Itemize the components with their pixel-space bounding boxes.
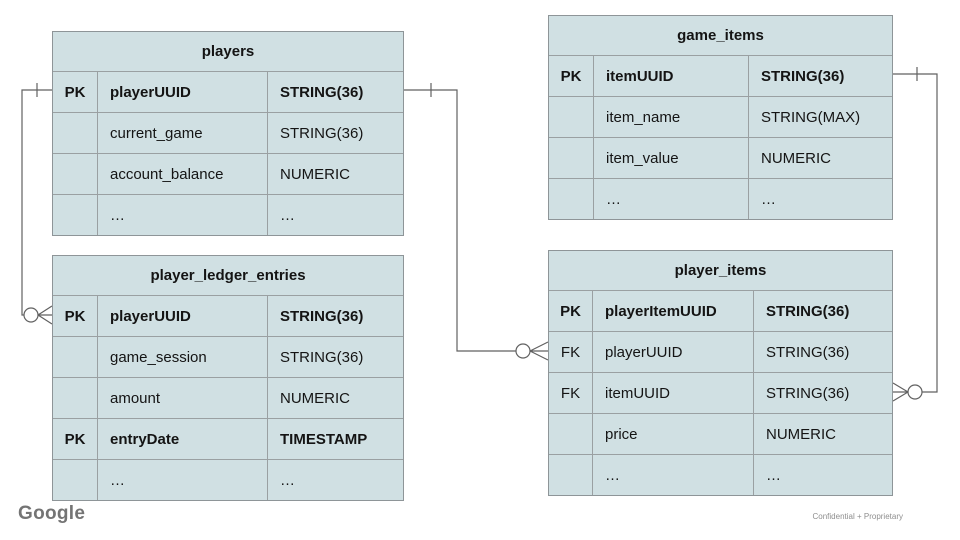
key-cell: [53, 195, 98, 235]
confidential-note: Confidential + Proprietary: [812, 512, 904, 521]
field-type-cell: STRING(36): [766, 302, 850, 320]
google-logo: Google: [18, 503, 86, 524]
relationship-game-items-to-player-items: [892, 67, 938, 402]
crowfoot-icon: [529, 341, 549, 361]
field-name-cell: playerUUID: [593, 332, 754, 372]
field-type-cell: STRING(36): [280, 83, 364, 101]
field-name-cell: itemUUID: [593, 373, 754, 413]
field-name-cell: account_balance: [98, 154, 268, 194]
table-row: PK itemUUID STRING(36): [549, 55, 892, 96]
table-row: PK entryDate TIMESTAMP: [53, 418, 403, 459]
crowfoot-icon: [892, 382, 909, 402]
key-cell: PK: [549, 56, 594, 96]
key-cell: [53, 460, 98, 500]
relationship-line: [893, 73, 938, 393]
table-row: account_balance NUMERIC: [53, 153, 403, 194]
field-type-cell: STRING(MAX): [761, 108, 861, 126]
table-row: … …: [53, 459, 403, 500]
field-name-cell: playerItemUUID: [593, 291, 754, 331]
key-cell: PK: [53, 296, 98, 336]
key-cell: FK: [549, 332, 593, 372]
key-cell: FK: [549, 373, 593, 413]
table-row: PK playerUUID STRING(36): [53, 295, 403, 336]
key-cell: [549, 179, 594, 219]
table-row: … …: [549, 454, 892, 495]
field-name-cell: …: [98, 460, 268, 500]
field-type-cell: TIMESTAMP: [280, 430, 368, 448]
field-name-cell: amount: [98, 378, 268, 418]
table-row: price NUMERIC: [549, 413, 892, 454]
zero-circle-icon: [515, 343, 531, 359]
field-name-cell: current_game: [98, 113, 268, 153]
field-type-cell: STRING(36): [280, 307, 364, 325]
field-name-cell: itemUUID: [594, 56, 749, 96]
table-row: item_name STRING(MAX): [549, 96, 892, 137]
field-type-cell: NUMERIC: [280, 165, 350, 183]
crowfoot-icon: [37, 305, 53, 325]
field-name-cell: item_value: [594, 138, 749, 178]
key-cell: PK: [549, 291, 593, 331]
field-name-cell: …: [594, 179, 749, 219]
key-cell: [549, 97, 594, 137]
key-cell: PK: [53, 419, 98, 459]
zero-circle-icon: [23, 307, 39, 323]
key-cell: PK: [53, 72, 98, 112]
table-title: player_ledger_entries: [150, 267, 306, 284]
table-row: FK playerUUID STRING(36): [549, 331, 892, 372]
table-row: … …: [53, 194, 403, 235]
field-type-cell: …: [280, 206, 295, 224]
field-name-cell: playerUUID: [98, 296, 268, 336]
relationship-line: [404, 89, 516, 352]
field-type-cell: NUMERIC: [766, 425, 836, 443]
table-title: game_items: [677, 27, 764, 44]
zero-circle-icon: [907, 384, 923, 400]
table-row: PK playerItemUUID STRING(36): [549, 290, 892, 331]
field-type-cell: NUMERIC: [761, 149, 831, 167]
key-cell: [549, 414, 593, 454]
field-type-cell: NUMERIC: [280, 389, 350, 407]
field-name-cell: price: [593, 414, 754, 454]
field-name-cell: game_session: [98, 337, 268, 377]
entity-table-game-items: game_items PK itemUUID STRING(36) item_n…: [548, 15, 893, 220]
table-row: PK playerUUID STRING(36): [53, 71, 403, 112]
key-cell: [53, 337, 98, 377]
key-cell: [53, 154, 98, 194]
relationship-players-to-player-ledger-entries: [21, 83, 53, 325]
table-row: amount NUMERIC: [53, 377, 403, 418]
table-row: item_value NUMERIC: [549, 137, 892, 178]
entity-table-player-items: player_items PK playerItemUUID STRING(36…: [548, 250, 893, 496]
key-cell: [549, 455, 593, 495]
key-cell: [53, 113, 98, 153]
field-type-cell: STRING(36): [766, 384, 850, 402]
field-type-cell: STRING(36): [766, 343, 850, 361]
table-title: players: [201, 43, 255, 60]
field-name-cell: entryDate: [98, 419, 268, 459]
field-type-cell: …: [761, 190, 776, 208]
field-type-cell: STRING(36): [280, 124, 364, 142]
field-type-cell: STRING(36): [761, 67, 845, 85]
field-name-cell: …: [593, 455, 754, 495]
relationship-players-to-player-items: [404, 83, 549, 361]
key-cell: [53, 378, 98, 418]
entity-table-players: players PK playerUUID STRING(36) current…: [52, 31, 404, 236]
table-row: game_session STRING(36): [53, 336, 403, 377]
field-name-cell: item_name: [594, 97, 749, 137]
field-type-cell: …: [280, 471, 295, 489]
key-cell: [549, 138, 594, 178]
field-type-cell: …: [766, 466, 781, 484]
table-row: … …: [549, 178, 892, 219]
relationship-line: [21, 89, 52, 316]
table-title: player_items: [674, 262, 767, 279]
field-name-cell: …: [98, 195, 268, 235]
table-row: FK itemUUID STRING(36): [549, 372, 892, 413]
field-type-cell: STRING(36): [280, 348, 364, 366]
table-row: current_game STRING(36): [53, 112, 403, 153]
entity-table-player-ledger-entries: player_ledger_entries PK playerUUID STRI…: [52, 255, 404, 501]
field-name-cell: playerUUID: [98, 72, 268, 112]
